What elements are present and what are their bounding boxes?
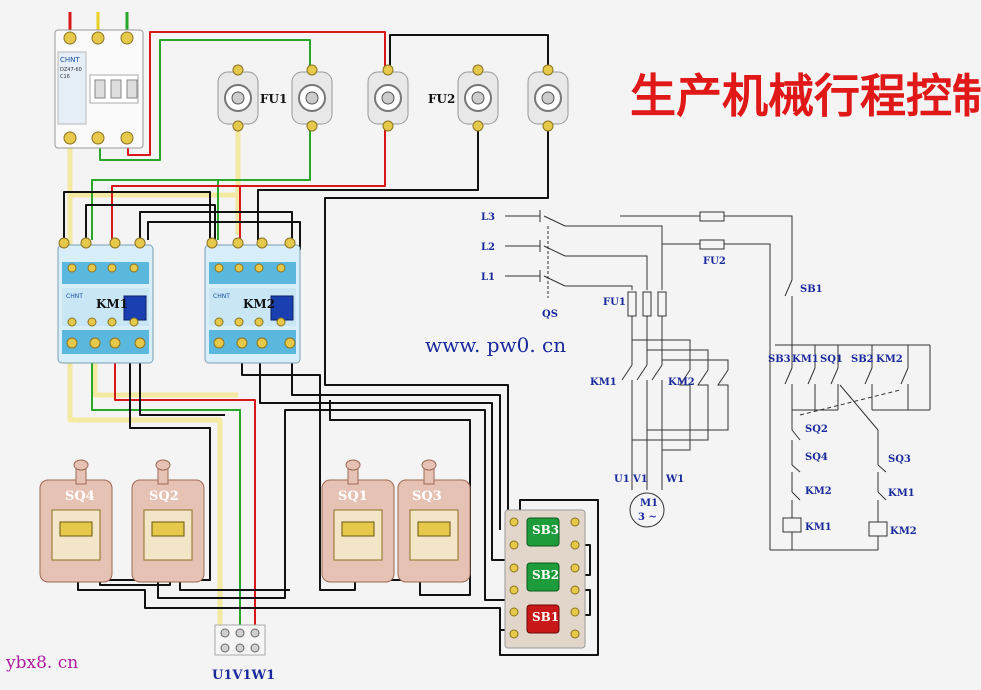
label-l1: L1 — [481, 272, 495, 283]
motor-terminal-block: U1V1W1 — [212, 624, 275, 683]
breaker-brand: CHNT — [60, 56, 80, 64]
label-km1-coil: KM1 — [805, 522, 832, 533]
contactor-km2: CHNT KM2 — [204, 237, 301, 364]
button-sb2: SB2 — [532, 568, 559, 582]
page-title: 生产机械行程控制电路 — [630, 69, 981, 123]
button-sb1: SB1 — [532, 610, 559, 624]
fuse-holder — [457, 64, 499, 132]
label-km2-interlock: KM2 — [805, 486, 832, 497]
label-sq4: SQ4 — [805, 452, 828, 463]
circuit-breaker: CHNT DZ47-60 C16 — [54, 29, 144, 149]
fu2-label: FU2 — [428, 92, 455, 106]
center-watermark: www. pw0. cn — [425, 333, 566, 357]
label-sq2: SQ2 — [805, 424, 828, 435]
limit-switch-sq1: SQ1 — [321, 459, 395, 583]
label-sq1: SQ1 — [820, 354, 843, 365]
contactor-km1: CHNT KM1 — [57, 237, 154, 364]
sq1-label: SQ1 — [338, 489, 368, 504]
terminal-label: U1V1W1 — [212, 668, 275, 683]
label-fu1: FU1 — [603, 297, 626, 308]
km1-label: KM1 — [96, 297, 128, 311]
button-sb3: SB3 — [532, 523, 559, 537]
label-motor: M1 — [640, 498, 658, 509]
breaker-rating: C16 — [60, 74, 70, 80]
label-km2-main: KM2 — [668, 377, 695, 388]
sq2-label: SQ2 — [149, 489, 179, 504]
km2-brand: CHNT — [213, 293, 230, 300]
fuse-holder — [217, 64, 259, 132]
label-km1-main: KM1 — [590, 377, 617, 388]
fuse-holder — [367, 64, 409, 132]
wiring-lines — [63, 12, 599, 656]
label-sb1: SB1 — [800, 284, 823, 295]
sq4-label: SQ4 — [65, 489, 95, 504]
label-l3: L3 — [481, 212, 495, 223]
schematic — [505, 210, 931, 551]
label-u1: U1 — [614, 474, 630, 485]
label-fu2: FU2 — [703, 256, 726, 267]
limit-switch-sq2: SQ2 — [131, 459, 205, 583]
breaker-model: DZ47-60 — [60, 67, 82, 73]
limit-switch-sq3: SQ3 — [397, 459, 471, 583]
limit-switch-sq4: SQ4 — [39, 459, 113, 583]
label-sb3: SB3 — [768, 354, 791, 365]
label-sq3: SQ3 — [888, 454, 911, 465]
label-l2: L2 — [481, 242, 495, 253]
fuse-holder — [291, 64, 333, 132]
label-v1: V1 — [632, 474, 648, 485]
km1-brand: CHNT — [66, 293, 83, 300]
label-sb2: SB2 — [851, 354, 874, 365]
fuse-holder — [527, 64, 569, 132]
fuse-holders: FU1 FU2 — [217, 64, 569, 132]
push-button-box: SB3 SB2 SB1 — [504, 509, 586, 649]
corner-watermark: ybx8. cn — [5, 653, 78, 673]
limit-switches: SQ4 SQ2 SQ1 SQ3 — [39, 459, 471, 583]
label-km1-aux: KM1 — [792, 354, 819, 365]
label-km1-interlock: KM1 — [888, 488, 915, 499]
label-qs: QS — [542, 309, 558, 320]
fu1-label: FU1 — [260, 92, 287, 106]
label-km2-coil: KM2 — [890, 526, 917, 537]
km2-label: KM2 — [243, 297, 275, 311]
label-w1: W1 — [665, 474, 684, 485]
sq3-label: SQ3 — [412, 489, 442, 504]
label-km2-aux: KM2 — [876, 354, 903, 365]
label-motor-type: 3 ~ — [638, 512, 657, 523]
schematic-labels: L3 L2 L1 QS FU1 FU2 KM1 KM2 U1 V1 W1 M1 … — [481, 212, 917, 537]
